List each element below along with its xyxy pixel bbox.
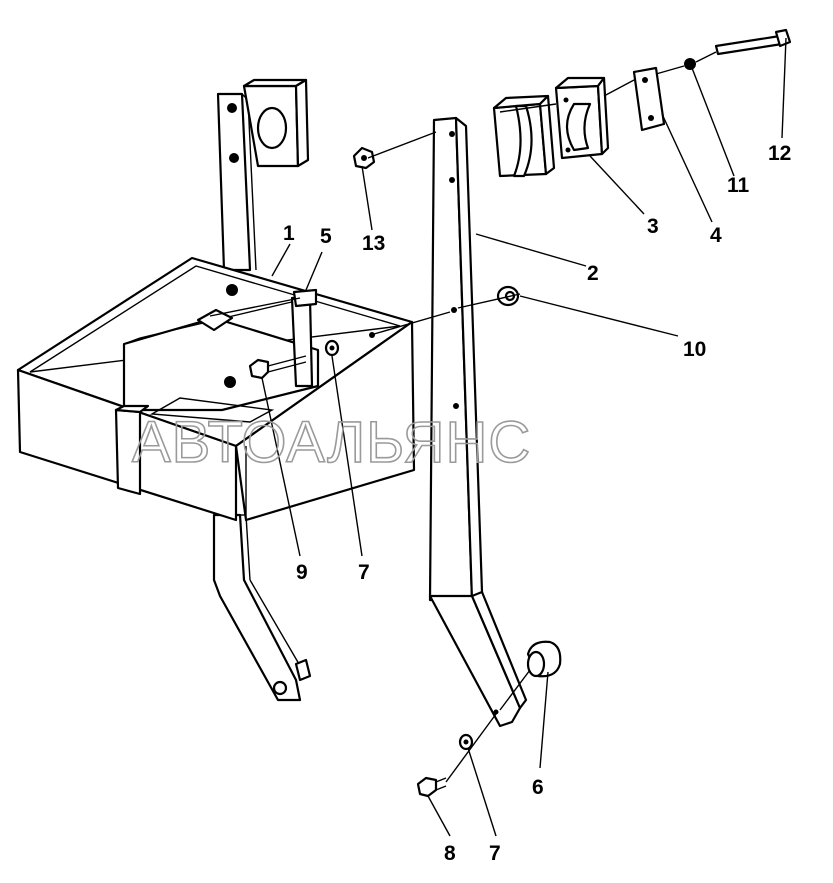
callout-12: 12 [768,142,791,165]
left-upright-bracket [216,92,257,272]
bolt-12 [714,28,792,56]
bolt-8 [416,776,447,798]
nut-13 [352,146,376,170]
callout-3: 3 [647,215,659,238]
right-long-bracket [428,116,528,728]
clamp-plate-4 [632,66,666,132]
left-lower-leg [212,513,312,702]
callout-7-lower: 7 [489,842,501,865]
nut-11 [684,58,696,70]
watermark-text: АВТОАЛЬЯНС [132,410,531,475]
callout-8: 8 [444,842,456,865]
callout-9: 9 [296,561,308,584]
rubber-bumper-6 [526,640,562,678]
clamp-half-rear [554,76,610,160]
callout-5: 5 [320,225,332,248]
bolt-9 [248,355,307,380]
callout-4: 4 [710,224,722,247]
tool-box [16,256,416,522]
washer-7-upper [324,339,340,357]
callout-1: 1 [283,222,295,245]
callout-6: 6 [532,776,544,799]
clamp-half-front [492,94,556,178]
callout-labels: 1 2 3 4 5 6 7 7 8 9 10 11 12 13 [283,142,791,865]
washer-7-lower [458,733,474,751]
callout-11: 11 [727,174,750,197]
callout-13: 13 [362,232,385,255]
leader-lines [261,37,787,837]
callout-7-upper: 7 [358,561,370,584]
callout-2: 2 [587,262,599,285]
callout-10: 10 [683,338,706,361]
left-clamp-block [242,78,310,168]
